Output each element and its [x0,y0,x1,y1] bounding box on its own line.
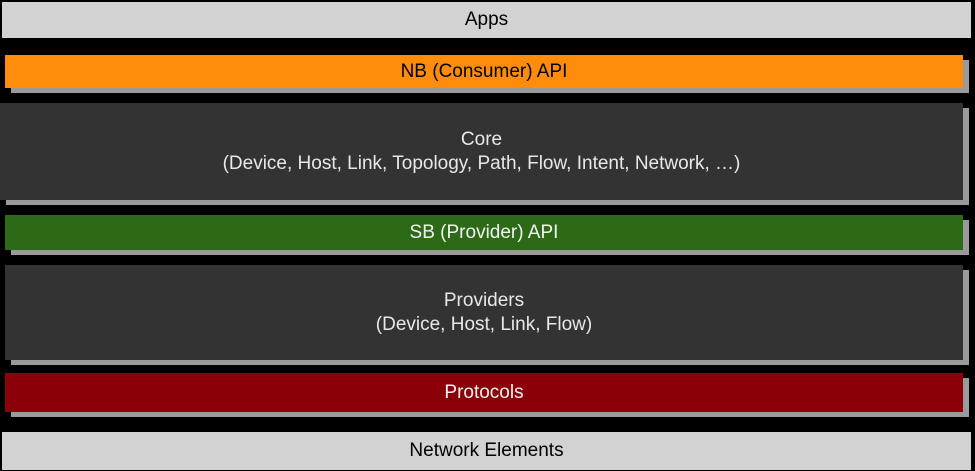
layer-sb-provider-api-title: SB (Provider) API [409,221,559,243]
layer-network-elements: Network Elements [2,432,971,470]
layer-core-title: Core [460,128,503,150]
layer-network-elements-title: Network Elements [409,440,564,462]
layer-apps-title: Apps [464,9,509,31]
layer-providers-subtitle: (Device, Host, Link, Flow) [375,313,593,335]
layer-core-subtitle: (Device, Host, Link, Topology, Path, Flo… [222,152,741,174]
layer-nb-consumer-api-title: NB (Consumer) API [400,60,568,82]
layer-protocols-title: Protocols [444,381,524,403]
layer-nb-consumer-api: NB (Consumer) API [5,55,963,88]
layer-protocols: Protocols [5,373,963,412]
layer-core: Core (Device, Host, Link, Topology, Path… [0,103,963,200]
layer-providers-title: Providers [443,289,525,311]
layer-providers: Providers (Device, Host, Link, Flow) [5,265,963,360]
layer-apps: Apps [2,2,971,38]
layer-sb-provider-api: SB (Provider) API [5,215,963,250]
